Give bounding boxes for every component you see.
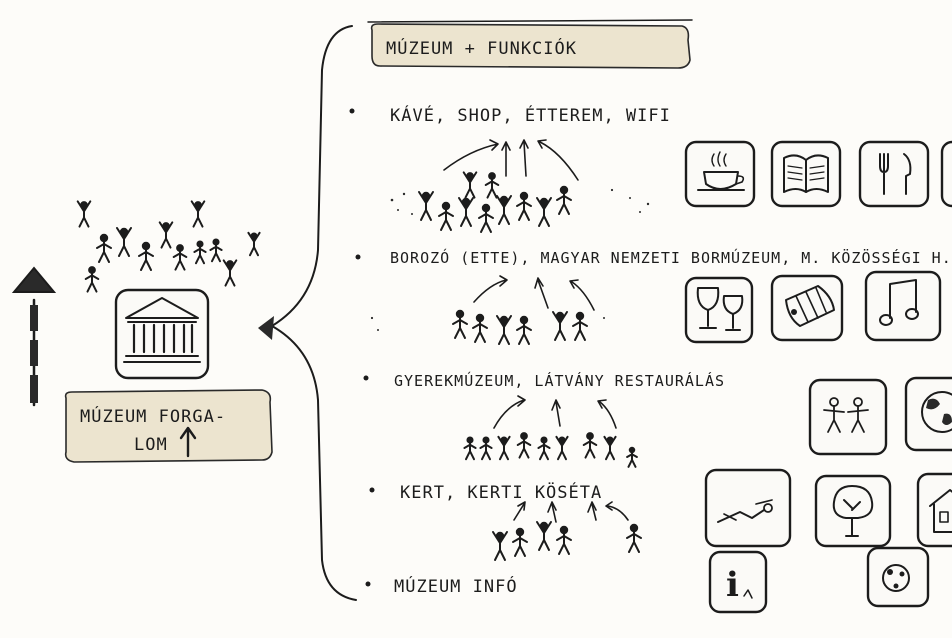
function-item-children: GYEREKMÚZEUM, LÁTVÁNY RESTAURÁLÁS	[394, 371, 725, 390]
function-item-wine: BOROZÓ (ETTE), MAGYAR NEMZETI BORMÚZEUM,…	[390, 248, 952, 267]
visitor-crowd	[76, 200, 261, 293]
stick-figure-icon	[603, 435, 617, 461]
function-item-garden: KERT, KERTI KÖSÉTA	[400, 481, 602, 503]
museum-traffic-label: MÚZEUM FORGA- LOM	[64, 389, 273, 463]
stick-figure-icon	[536, 521, 552, 551]
fork-knife-icon	[858, 140, 930, 208]
stick-figure-icon	[172, 244, 188, 271]
people-groups	[418, 171, 642, 561]
children-icon	[808, 378, 888, 456]
stick-figure-icon	[209, 238, 223, 263]
stick-figure-icon	[462, 171, 478, 199]
stick-figure-icon	[247, 231, 261, 257]
stick-figure-icon	[516, 315, 532, 345]
music-note-icon	[864, 270, 942, 342]
stick-figure-icon	[492, 531, 508, 561]
stick-figure-icon	[463, 436, 477, 461]
upward-arrows	[443, 139, 629, 523]
stick-figure-icon	[582, 432, 598, 459]
stick-figure-icon	[484, 172, 500, 199]
stick-figure-icon	[116, 227, 132, 257]
stick-figure-icon	[190, 200, 206, 228]
functions-header-text: MÚZEUM + FUNKCIÓK	[386, 37, 577, 59]
open-book-icon	[770, 140, 842, 208]
stick-figure-icon	[555, 435, 569, 461]
stick-figure-icon	[516, 432, 532, 459]
wine-glasses-icon	[684, 276, 754, 344]
stick-figure-icon	[222, 259, 238, 287]
stick-figure-icon	[496, 315, 512, 345]
stick-figure-icon	[452, 309, 468, 339]
house-icon	[916, 472, 952, 548]
function-item-info: MÚZEUM INFÓ	[394, 575, 518, 597]
info-glyph: i	[726, 565, 739, 605]
stick-figure-icon	[84, 266, 100, 293]
stick-figure-icon	[138, 241, 154, 271]
sunbather-icon	[704, 468, 792, 548]
functions-header: MÚZEUM + FUNKCIÓK	[367, 19, 693, 69]
wine-barrel-icon	[770, 274, 844, 342]
museum-traffic-line2: LOM	[134, 435, 168, 455]
stick-figure-icon	[552, 311, 568, 341]
stick-figure-icon	[497, 435, 511, 461]
stick-figure-icon	[536, 197, 552, 227]
tree-icon	[814, 474, 892, 548]
stick-figure-icon	[96, 233, 112, 263]
stick-figure-icon	[496, 195, 512, 225]
globe-icon	[904, 376, 952, 452]
coffee-cup-icon	[684, 140, 756, 208]
stick-figure-icon	[479, 436, 493, 461]
museum-building-icon	[114, 288, 210, 380]
stick-figure-icon	[76, 200, 92, 228]
growth-arrow-icon	[11, 266, 57, 407]
function-brace	[258, 25, 357, 601]
stick-figure-icon	[556, 185, 572, 215]
info-icon: i	[708, 550, 768, 614]
stick-figure-icon	[478, 203, 494, 233]
stick-figure-icon	[626, 446, 638, 468]
stick-figure-icon	[193, 240, 207, 265]
stick-figure-icon	[556, 525, 572, 555]
stick-figure-icon	[572, 311, 588, 341]
function-list: KÁVÉ, SHOP, ÉTTEREM, WIFI BOROZÓ (ETTE),…	[349, 104, 952, 597]
stick-figure-icon	[512, 527, 528, 557]
stick-figure-icon	[537, 436, 551, 461]
stick-figure-icon	[438, 201, 454, 231]
stick-figure-icon	[418, 191, 434, 221]
ink-speckles	[370, 188, 650, 331]
partial-icon-right	[940, 140, 952, 208]
stick-figure-icon	[158, 221, 174, 249]
stick-figure-icon	[516, 191, 532, 221]
stick-figure-icon	[626, 523, 642, 553]
museum-traffic-line1: MÚZEUM FORGA-	[80, 405, 226, 427]
function-item-cafe: KÁVÉ, SHOP, ÉTTEREM, WIFI	[390, 104, 671, 126]
stick-figure-icon	[472, 313, 488, 343]
ball-icon	[866, 546, 930, 608]
stick-figure-icon	[458, 197, 474, 227]
